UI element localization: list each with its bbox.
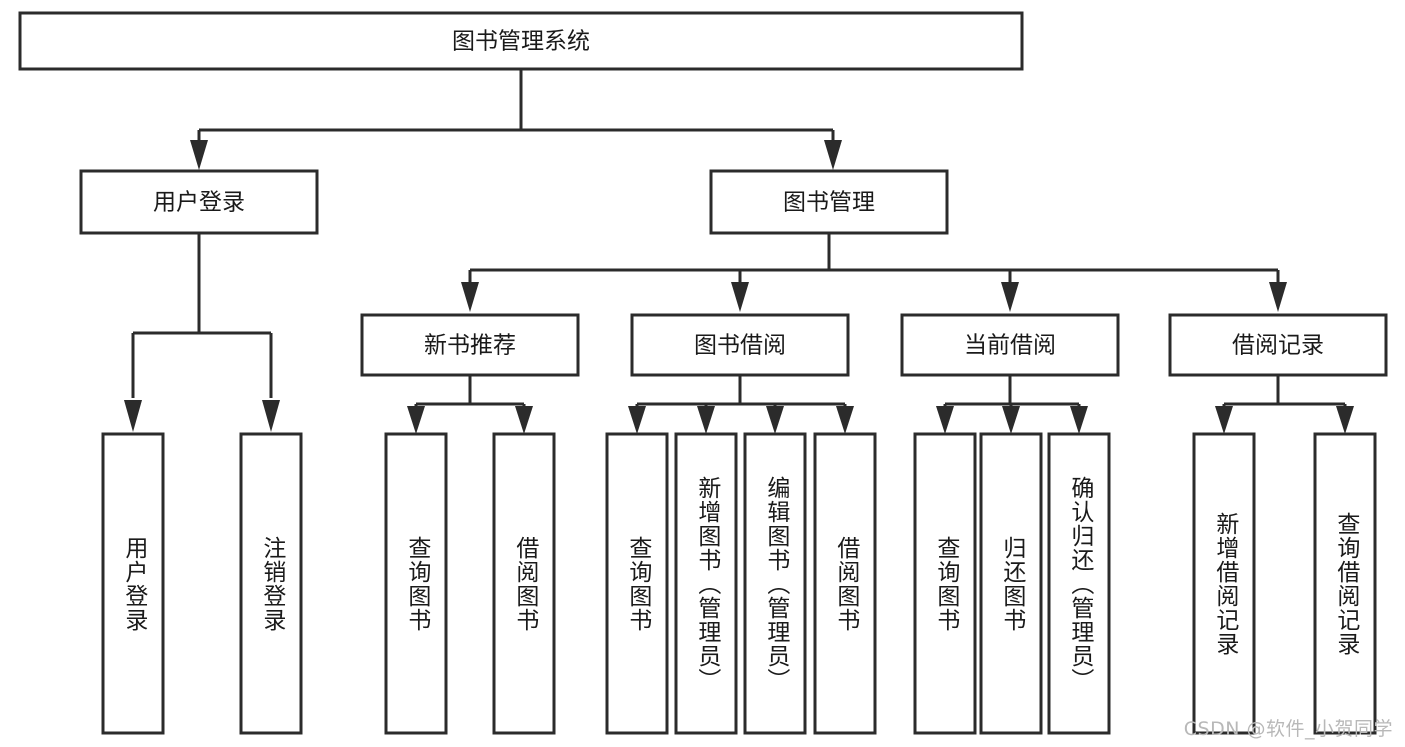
node-current-borrow-label: 当前借阅 bbox=[964, 333, 1056, 359]
node-borrow-record-label: 借阅记录 bbox=[1232, 333, 1324, 359]
leaf-box-query-borrow-record[interactable] bbox=[1313, 432, 1377, 735]
connector-group-user-login bbox=[124, 233, 280, 432]
connector-group-borrow-record bbox=[1215, 375, 1354, 434]
node-new-book-recommend[interactable] bbox=[360, 313, 580, 377]
leaf-box-query-book-2[interactable] bbox=[605, 432, 669, 735]
leaf-box-add-book[interactable] bbox=[674, 432, 738, 735]
node-title-system[interactable] bbox=[18, 11, 1024, 71]
arrow-head-new-book-recommend bbox=[461, 282, 479, 312]
arrow-head-leaf-query-book-2 bbox=[628, 406, 646, 434]
leaf-box-query-book-3[interactable] bbox=[913, 432, 977, 735]
leaf-box-edit-book[interactable] bbox=[743, 432, 807, 735]
node-user-login-label: 用户登录 bbox=[153, 190, 245, 216]
node-book-borrow[interactable] bbox=[630, 313, 850, 377]
arrow-head-leaf-confirm-return bbox=[1070, 406, 1088, 434]
arrow-head-leaf-return-book bbox=[1002, 406, 1020, 434]
leaf-box-query-book-1[interactable] bbox=[384, 432, 448, 735]
leaf-box-logout-login[interactable] bbox=[239, 432, 303, 735]
node-new-book-recommend-label: 新书推荐 bbox=[424, 333, 516, 359]
leaf-box-confirm-return[interactable] bbox=[1047, 432, 1111, 735]
arrow-head-leaf-query-book-3 bbox=[936, 406, 954, 434]
node-book-borrow-label: 图书借阅 bbox=[694, 333, 786, 359]
arrow-head-book-borrow bbox=[731, 282, 749, 312]
leaf-box-add-borrow-record[interactable] bbox=[1192, 432, 1256, 735]
connector-group-root bbox=[190, 69, 842, 170]
arrow-head-leaf-borrow-book-1 bbox=[515, 406, 533, 434]
arrow-head-leaf-logout-login bbox=[262, 400, 280, 432]
node-current-borrow[interactable] bbox=[900, 313, 1120, 377]
connector-group-new-book-recommend bbox=[407, 375, 533, 434]
leaf-box-return-book[interactable] bbox=[979, 432, 1043, 735]
connector-group-book-management bbox=[461, 233, 1287, 312]
connector-group-book-borrow bbox=[628, 375, 854, 434]
arrow-head-leaf-edit-book bbox=[766, 406, 784, 434]
leaf-box-borrow-book-2[interactable] bbox=[813, 432, 877, 735]
csdn-watermark: CSDN @软件_小贺同学 bbox=[1183, 718, 1393, 740]
node-book-management-label: 图书管理 bbox=[783, 190, 875, 216]
arrow-head-borrow-record bbox=[1269, 282, 1287, 312]
leaf-box-borrow-book-1[interactable] bbox=[492, 432, 556, 735]
arrow-head-book-management bbox=[824, 140, 842, 170]
connector-group-current-borrow bbox=[936, 375, 1088, 434]
arrow-head-leaf-add-book bbox=[697, 406, 715, 434]
node-title-system-label: 图书管理系统 bbox=[452, 29, 590, 55]
arrow-head-current-borrow bbox=[1001, 282, 1019, 312]
node-borrow-record[interactable] bbox=[1168, 313, 1388, 377]
node-book-management[interactable] bbox=[709, 169, 949, 235]
arrow-head-leaf-query-book-1 bbox=[407, 406, 425, 434]
arrow-head-leaf-add-borrow-record bbox=[1215, 406, 1233, 434]
arrow-head-leaf-borrow-book-2 bbox=[836, 406, 854, 434]
arrow-head-user-login bbox=[190, 140, 208, 170]
arrow-head-leaf-user-login bbox=[124, 400, 142, 432]
leaf-box-user-login[interactable] bbox=[101, 432, 165, 735]
arrow-head-leaf-query-borrow-record bbox=[1336, 406, 1354, 434]
node-user-login[interactable] bbox=[79, 169, 319, 235]
